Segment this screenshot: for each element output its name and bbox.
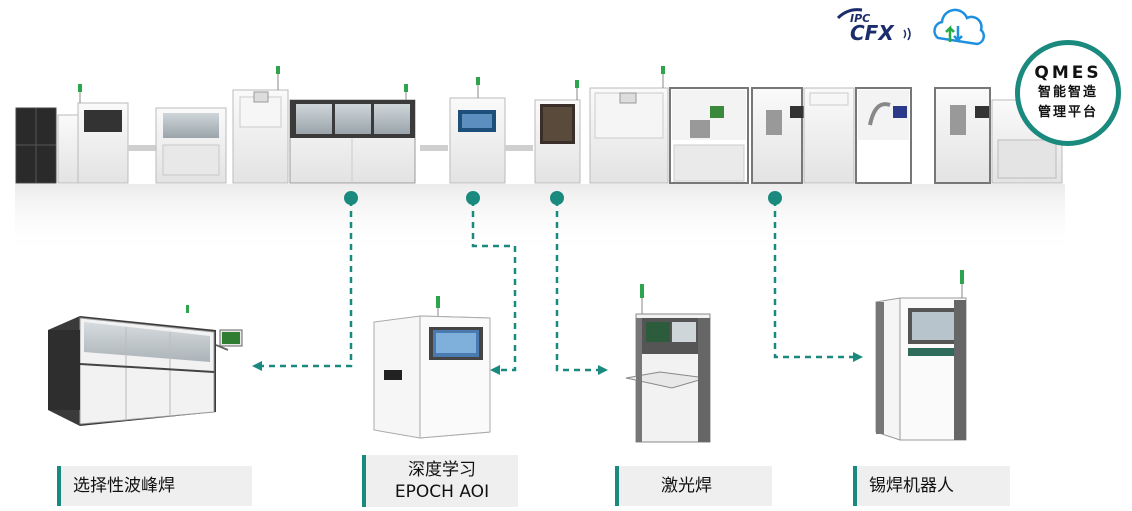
machine-spi [155, 107, 227, 184]
machine-selective-wave [289, 84, 416, 184]
machine-station-13 [934, 87, 991, 184]
caption-aoi-line2: EPOCH AOI [394, 482, 490, 502]
machine-station-11 [803, 87, 855, 184]
machine-pick [232, 66, 289, 184]
machine-station-8 [589, 66, 669, 184]
arrow-laser [598, 365, 608, 375]
connector-laser [555, 200, 600, 372]
caption-selective-wave-label: 选择性波峰焊 [73, 476, 175, 496]
connector-aoi [471, 200, 517, 372]
caption-aoi: 深度学习 EPOCH AOI [362, 455, 518, 507]
caption-laser-label: 激光焊 [661, 476, 712, 496]
machine-printer [57, 84, 129, 184]
arrow-wave [252, 361, 262, 371]
connector-wave [262, 200, 353, 368]
machine-robot-cell-3 [855, 87, 912, 184]
ipc-logo-text: IPC [850, 12, 870, 25]
cfx-logo-text: CFX [850, 21, 895, 45]
dot-aoi [466, 191, 480, 205]
cloud-sync-icon [933, 8, 986, 46]
qmes-line1: 智能智造 [1037, 85, 1098, 100]
caption-selective-wave: 选择性波峰焊 [57, 466, 252, 506]
connectors [262, 200, 855, 372]
robot-machine [875, 270, 967, 441]
arrow-robot [853, 352, 863, 362]
machine-robot-cell-2 [751, 87, 804, 184]
aoi-machine [373, 296, 491, 439]
selective-wave-machine [48, 305, 243, 426]
dot-laser [550, 191, 564, 205]
caption-robot-label: 锡焊机器人 [869, 476, 954, 496]
ipc-cfx-logo: IPC CFX [836, 8, 911, 45]
dot-robot [768, 191, 782, 205]
connector-robot [773, 200, 855, 359]
caption-aoi-line1: 深度学习 [408, 460, 476, 480]
machine-loader [15, 107, 57, 184]
qmes-badge: QMES 智能智造 管理平台 [1015, 40, 1121, 146]
machine-laser [534, 80, 581, 184]
caption-laser: 激光焊 [615, 466, 772, 506]
machine-aoi [449, 77, 506, 184]
qmes-title: QMES [1034, 63, 1102, 83]
arrow-aoi [490, 365, 500, 375]
qmes-line2: 管理平台 [1037, 105, 1098, 120]
machine-robot-cell-1 [669, 87, 749, 184]
laser-machine [625, 284, 711, 443]
caption-robot: 锡焊机器人 [853, 466, 1010, 506]
dot-wave [344, 191, 358, 205]
production-line [15, 66, 1065, 256]
connector-dots [252, 191, 863, 375]
